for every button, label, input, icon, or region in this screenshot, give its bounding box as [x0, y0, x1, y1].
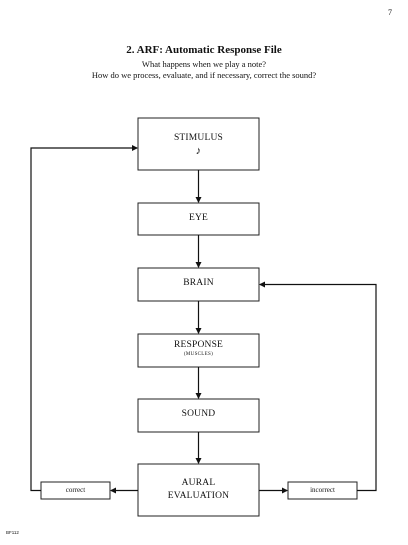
- aural-label-line-2: EVALUATION: [167, 491, 230, 501]
- response-box: [137, 333, 260, 368]
- response-sublabel: (MUSCLES): [183, 352, 214, 357]
- page-number: 7: [388, 8, 392, 17]
- diagram-title: 2. ARF: Automatic Response File: [126, 44, 282, 56]
- eye-box: [137, 202, 260, 236]
- music-note-icon: ♪: [195, 145, 202, 157]
- stimulus-label: STIMULUS: [173, 133, 224, 143]
- loop-incorrect-to-brain: [259, 281, 377, 492]
- correct-label: correct: [65, 486, 86, 494]
- sound-label: SOUND: [181, 409, 216, 419]
- brain-label: BRAIN: [183, 278, 214, 288]
- loop-correct-to-stimulus: [30, 145, 138, 492]
- response-label: RESPONSE: [173, 340, 224, 350]
- subtitle-line-2: How do we process, evaluate, and if nece…: [91, 70, 317, 80]
- eye-label: EYE: [188, 213, 209, 223]
- subtitle-line-1: What happens when we play a note?: [141, 59, 267, 69]
- incorrect-label: incorrect: [310, 486, 335, 494]
- stimulus-box: [137, 117, 260, 171]
- sound-box: [137, 398, 260, 433]
- aural-label-line-1: AURAL: [181, 478, 216, 488]
- aural-evaluation-box: [137, 463, 260, 517]
- footer-code: BF112: [6, 530, 19, 535]
